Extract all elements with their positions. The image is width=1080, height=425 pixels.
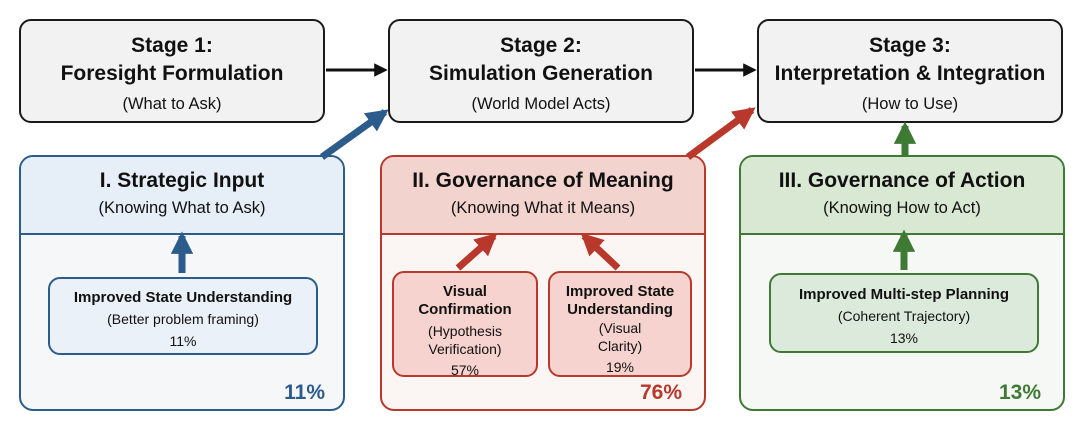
stage-3-box: Stage 3: Interpretation & Integration (H… bbox=[757, 19, 1063, 123]
item-title-line1: Improved State bbox=[565, 283, 675, 300]
item-title-line2: Confirmation bbox=[418, 301, 512, 318]
stage-2-caption: (World Model Acts) bbox=[471, 95, 611, 113]
stage-2-box: Stage 2: Simulation Generation (World Mo… bbox=[388, 19, 694, 123]
panel-governance-of-action: III. Governance of Action (Knowing How t… bbox=[739, 155, 1065, 411]
panel-2-title: II. Governance of Meaning bbox=[412, 169, 674, 192]
stage-3-label: Stage 3: bbox=[869, 34, 951, 57]
panel-1-title: I. Strategic Input bbox=[99, 169, 265, 192]
arrow-panel2-to-stage3 bbox=[685, 107, 756, 160]
panel-3-caption: (Knowing How to Act) bbox=[823, 199, 981, 217]
stage-1-caption: (What to Ask) bbox=[122, 95, 222, 113]
panel-2-total: 76% bbox=[639, 381, 682, 404]
panel-governance-of-meaning: II. Governance of Meaning (Knowing What … bbox=[380, 155, 706, 411]
item-detail-line2: Clarity) bbox=[597, 338, 643, 354]
panel-1-header: I. Strategic Input (Knowing What to Ask) bbox=[21, 157, 343, 235]
item-value: 13% bbox=[889, 330, 919, 346]
stage-3-name: Interpretation & Integration bbox=[774, 62, 1046, 85]
panel-2-item-state-understanding: Improved State Understanding (Visual Cla… bbox=[548, 271, 692, 377]
panel-3-total: 13% bbox=[998, 381, 1041, 404]
panel-strategic-input: I. Strategic Input (Knowing What to Ask)… bbox=[19, 155, 345, 411]
item-title: Improved Multi-step Planning bbox=[798, 286, 1009, 303]
stage-3-caption: (How to Use) bbox=[861, 95, 959, 113]
item-detail: (Coherent Trajectory) bbox=[837, 308, 971, 324]
panel-3-title: III. Governance of Action bbox=[778, 169, 1026, 192]
item-title-line1: Visual bbox=[443, 283, 487, 300]
item-value: 11% bbox=[169, 333, 197, 349]
item-value: 19% bbox=[605, 359, 635, 375]
item-detail-line1: (Visual bbox=[598, 320, 642, 336]
item-value: 57% bbox=[450, 362, 480, 378]
panel-2-caption: (Knowing What it Means) bbox=[450, 199, 636, 217]
arrow-panel1-to-stage2 bbox=[319, 109, 389, 160]
item-detail-line1: (Hypothesis bbox=[428, 323, 502, 339]
item-title: Improved State Understanding bbox=[73, 289, 293, 306]
stage-1-name: Foresight Formulation bbox=[60, 62, 284, 85]
arrow-visual-confirmation-to-meaning bbox=[455, 233, 498, 271]
item-detail: (Better problem framing) bbox=[107, 311, 259, 327]
item-title-line2: Understanding bbox=[567, 301, 673, 318]
panel-1-total: 11% bbox=[284, 381, 325, 404]
stage-2-label: Stage 2: bbox=[500, 34, 582, 57]
panel-1-item-state-understanding: Improved State Understanding (Better pro… bbox=[48, 277, 318, 355]
arrow-state-understanding-to-meaning bbox=[580, 232, 621, 271]
panel-3-item-multistep-planning: Improved Multi-step Planning (Coherent T… bbox=[769, 273, 1039, 353]
stage-1-box: Stage 1: Foresight Formulation (What to … bbox=[19, 19, 325, 123]
stage-1-label: Stage 1: bbox=[131, 34, 213, 57]
panel-2-header: II. Governance of Meaning (Knowing What … bbox=[382, 157, 704, 235]
item-detail-line2: Verification) bbox=[428, 341, 502, 357]
panel-1-caption: (Knowing What to Ask) bbox=[98, 199, 266, 217]
panel-2-item-visual-confirmation: Visual Confirmation (Hypothesis Verifica… bbox=[392, 271, 538, 378]
stage-2-name: Simulation Generation bbox=[428, 62, 654, 85]
